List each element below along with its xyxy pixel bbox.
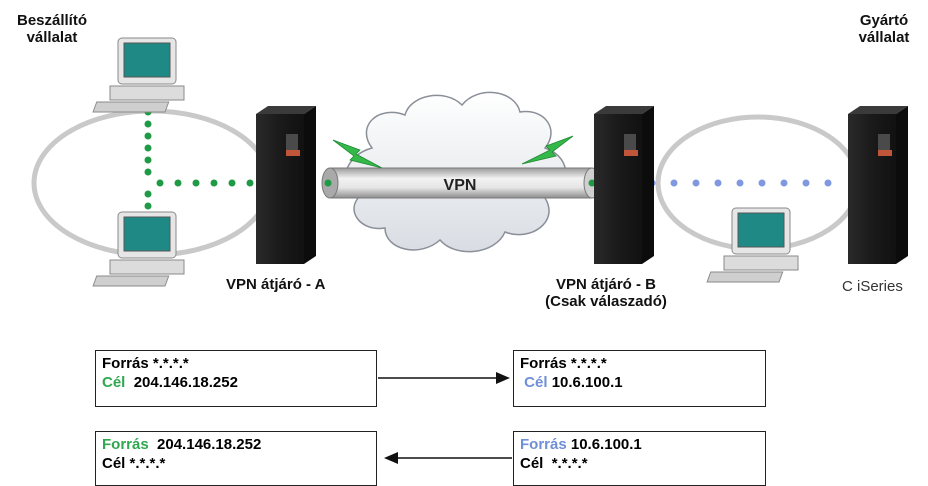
gateway-b-label: VPN átjáró - B (Csak válaszadó): [516, 276, 696, 310]
source-value: *.*.*.*: [152, 355, 189, 372]
address-box-top-right: Forrás *.*.*.* Cél 10.6.100.1: [513, 350, 766, 407]
gateway-a-label: VPN átjáró - A: [226, 276, 326, 293]
manufacturer-label-line2: vállalat: [858, 29, 910, 46]
source-label: Forrás: [520, 355, 567, 372]
server-icon: [256, 106, 316, 264]
source-value: *.*.*.*: [570, 355, 607, 372]
source-value: 204.146.18.252: [157, 436, 262, 453]
dest-value: *.*.*.*: [129, 455, 166, 472]
arrow-right: [378, 372, 510, 384]
workstation-icon: [92, 37, 185, 113]
source-label: Forrás: [520, 436, 567, 453]
server-icon: [594, 106, 654, 264]
dest-value: *.*.*.*: [551, 455, 588, 472]
supplier-label-line2: vállalat: [26, 29, 78, 46]
source-value: 10.6.100.1: [570, 436, 642, 453]
dest-label: Cél: [102, 455, 126, 472]
dest-label: Cél: [524, 374, 548, 391]
supplier-label-line1: Beszállító: [16, 12, 88, 29]
workstation-icon: [92, 211, 185, 287]
arrow-left: [384, 452, 512, 464]
supplier-label: Beszállító vállalat: [8, 12, 96, 46]
gateway-b-label-line2: (Csak válaszadó): [545, 293, 667, 310]
dest-label: Cél: [520, 455, 544, 472]
manufacturer-label-line1: Gyártó: [859, 12, 909, 29]
dest-label: Cél: [102, 374, 126, 391]
address-box-bottom-right: Forrás 10.6.100.1 Cél *.*.*.*: [513, 431, 766, 486]
dest-value: 10.6.100.1: [551, 374, 623, 391]
lightning-bolt-icon: [521, 135, 574, 165]
server-icon: [848, 106, 908, 264]
dest-value: 204.146.18.252: [133, 374, 238, 391]
c-iseries-label: C iSeries: [842, 278, 903, 295]
gateway-b-label-line1: VPN átjáró - B: [555, 276, 657, 293]
source-label: Forrás: [102, 355, 149, 372]
lightning-bolt-icon: [332, 139, 383, 169]
source-label: Forrás: [102, 436, 149, 453]
manufacturer-label: Gyártó vállalat: [842, 12, 926, 46]
address-box-top-left: Forrás *.*.*.* Cél 204.146.18.252: [95, 350, 377, 407]
vpn-label: VPN: [444, 177, 477, 194]
workstation-icon: [706, 207, 799, 283]
address-box-bottom-left: Forrás 204.146.18.252 Cél *.*.*.*: [95, 431, 377, 486]
